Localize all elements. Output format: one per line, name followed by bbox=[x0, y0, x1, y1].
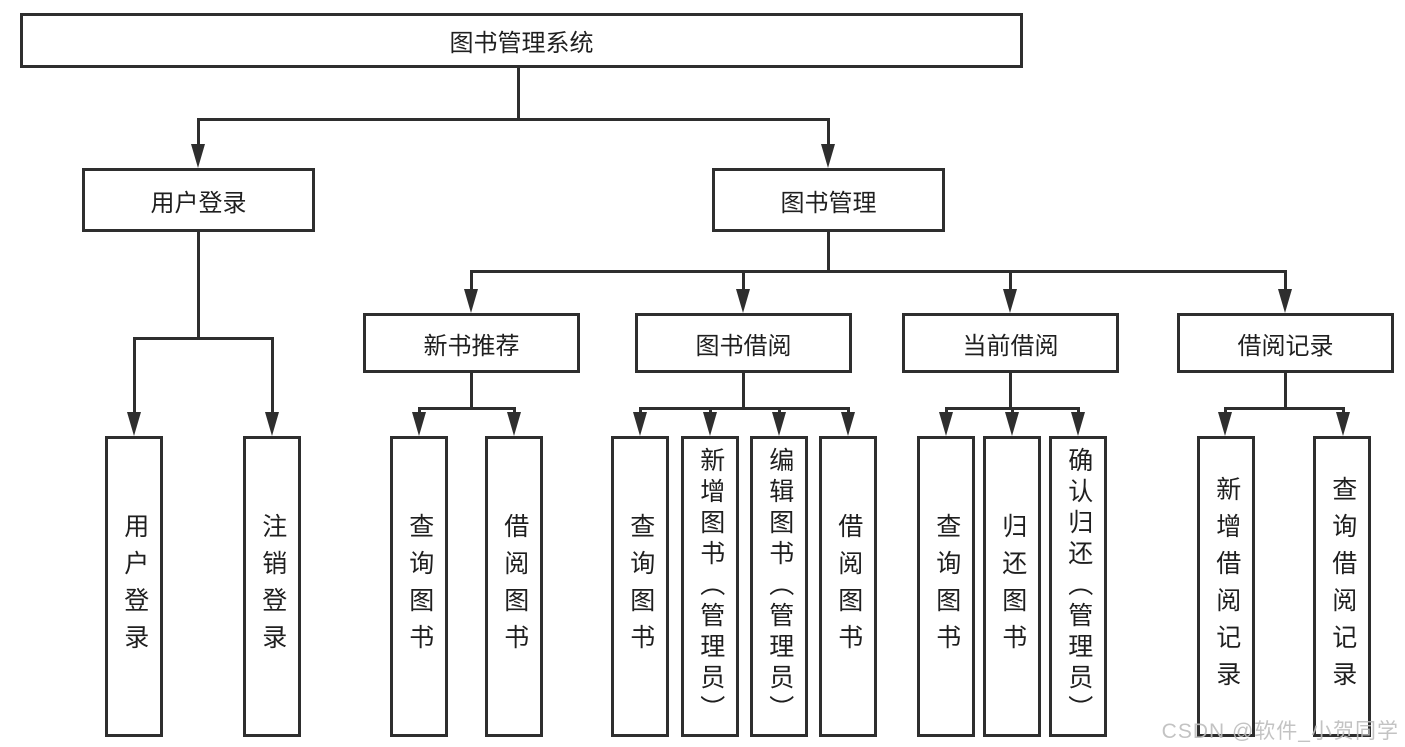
arrowhead-down-icon bbox=[1071, 412, 1085, 436]
arrowhead-down-icon bbox=[412, 412, 426, 436]
leaf-logout: 注销登录 bbox=[243, 436, 301, 737]
node-label: 新书推荐 bbox=[423, 332, 520, 360]
arrowhead-down-icon bbox=[127, 412, 141, 436]
connector-line bbox=[470, 270, 473, 291]
node-new-book-recommendation: 新书推荐 bbox=[363, 313, 580, 373]
connector-line bbox=[1009, 373, 1012, 409]
node-label: 查询图书 bbox=[405, 512, 434, 661]
connector-line bbox=[418, 407, 516, 410]
arrowhead-down-icon bbox=[1278, 289, 1292, 313]
arrowhead-down-icon bbox=[939, 412, 953, 436]
connector-line bbox=[197, 118, 200, 144]
node-label: 查询借阅记录 bbox=[1328, 475, 1357, 698]
watermark: CSDN @软件_小贺同学 bbox=[1161, 720, 1399, 743]
connector-line bbox=[1284, 373, 1287, 409]
arrowhead-down-icon bbox=[703, 412, 717, 436]
arrowhead-down-icon bbox=[1003, 289, 1017, 313]
connector-line bbox=[517, 68, 520, 120]
leaf-records-query-record: 查询借阅记录 bbox=[1313, 436, 1371, 737]
arrowhead-down-icon bbox=[821, 144, 835, 168]
node-label: 当前借阅 bbox=[962, 332, 1059, 360]
leaf-recommend-query-books: 查询图书 bbox=[390, 436, 448, 737]
node-label: 图书借阅 bbox=[695, 332, 792, 360]
leaf-borrowing-edit-books-admin: 编辑图书（管理员） bbox=[750, 436, 808, 737]
leaf-borrowing-add-books-admin: 新增图书（管理员） bbox=[681, 436, 739, 737]
connector-line bbox=[197, 118, 830, 121]
connector-line bbox=[827, 232, 830, 272]
connector-line bbox=[271, 337, 274, 415]
node-label: 图书管理 bbox=[780, 189, 877, 217]
connector-line bbox=[1224, 407, 1344, 410]
node-user-login: 用户登录 bbox=[82, 168, 315, 232]
node-current-borrowing: 当前借阅 bbox=[902, 313, 1119, 373]
arrowhead-down-icon bbox=[191, 144, 205, 168]
connector-line bbox=[742, 270, 745, 291]
arrowhead-down-icon bbox=[736, 289, 750, 313]
arrowhead-down-icon bbox=[1005, 412, 1019, 436]
arrowhead-down-icon bbox=[1336, 412, 1350, 436]
arrowhead-down-icon bbox=[265, 412, 279, 436]
connector-line bbox=[639, 407, 849, 410]
node-label: 确认归还（管理员） bbox=[1064, 447, 1093, 726]
connector-line bbox=[470, 373, 473, 409]
arrowhead-down-icon bbox=[772, 412, 786, 436]
connector-line bbox=[197, 232, 200, 340]
connector-line bbox=[470, 270, 1287, 273]
connector-line bbox=[133, 337, 136, 415]
leaf-current-return-books: 归还图书 bbox=[983, 436, 1041, 737]
node-label: 借阅图书 bbox=[834, 512, 863, 661]
arrowhead-down-icon bbox=[841, 412, 855, 436]
node-book-borrowing: 图书借阅 bbox=[635, 313, 852, 373]
leaf-records-add-record: 新增借阅记录 bbox=[1197, 436, 1255, 737]
node-root: 图书管理系统 bbox=[20, 13, 1023, 68]
leaf-borrowing-query-books: 查询图书 bbox=[611, 436, 669, 737]
node-label: 图书管理系统 bbox=[449, 30, 594, 57]
arrowhead-down-icon bbox=[633, 412, 647, 436]
leaf-current-query-books: 查询图书 bbox=[917, 436, 975, 737]
leaf-current-confirm-return-admin: 确认归还（管理员） bbox=[1049, 436, 1107, 737]
node-label: 用户登录 bbox=[150, 189, 247, 217]
leaf-borrowing-borrow-books: 借阅图书 bbox=[819, 436, 877, 737]
node-label: 归还图书 bbox=[998, 512, 1027, 661]
arrowhead-down-icon bbox=[1218, 412, 1232, 436]
node-label: 查询图书 bbox=[626, 512, 655, 661]
connector-line bbox=[133, 337, 274, 340]
arrowhead-down-icon bbox=[507, 412, 521, 436]
leaf-recommend-borrow-books: 借阅图书 bbox=[485, 436, 543, 737]
node-book-management: 图书管理 bbox=[712, 168, 945, 232]
node-label: 用户登录 bbox=[120, 512, 149, 661]
connector-line bbox=[827, 118, 830, 144]
arrowhead-down-icon bbox=[464, 289, 478, 313]
connector-line bbox=[1284, 270, 1287, 291]
node-label: 注销登录 bbox=[258, 512, 287, 661]
node-label: 借阅记录 bbox=[1237, 332, 1334, 360]
connector-line bbox=[742, 373, 745, 409]
node-label: 新增图书（管理员） bbox=[696, 447, 725, 726]
node-label: 新增借阅记录 bbox=[1212, 475, 1241, 698]
node-label: 借阅图书 bbox=[500, 512, 529, 661]
node-borrowing-records: 借阅记录 bbox=[1177, 313, 1394, 373]
connector-line bbox=[1009, 270, 1012, 291]
node-label: 编辑图书（管理员） bbox=[765, 447, 794, 726]
node-label: 查询图书 bbox=[932, 512, 961, 661]
leaf-user-login: 用户登录 bbox=[105, 436, 163, 737]
